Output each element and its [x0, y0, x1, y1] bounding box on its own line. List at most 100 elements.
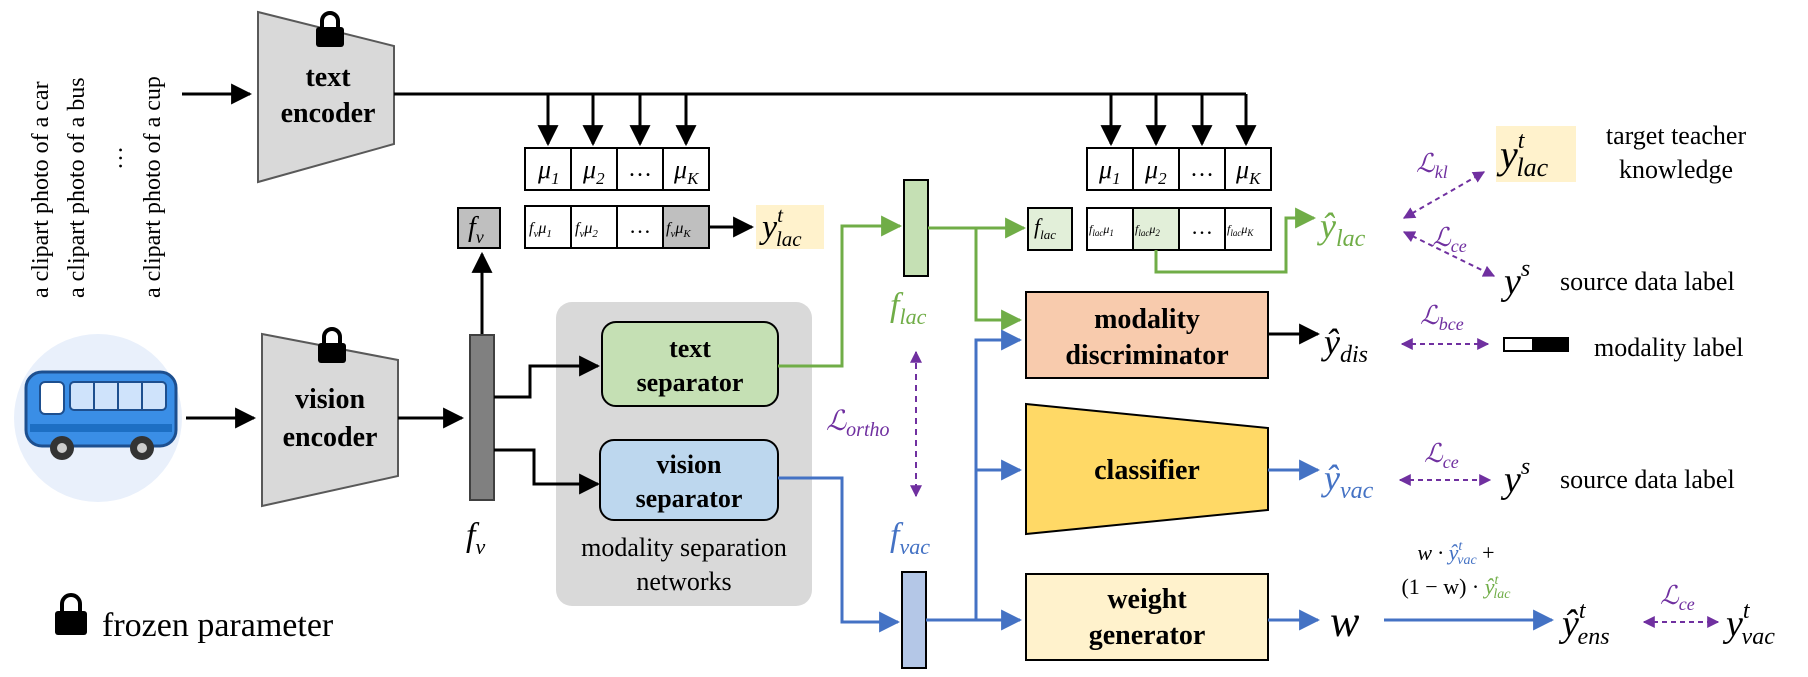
w-symbol: w [1330, 597, 1360, 646]
classifier [1025, 402, 1269, 536]
svg-text:…: … [1191, 214, 1213, 239]
svg-text:ys: ys [1500, 256, 1530, 303]
text-separator [601, 321, 779, 407]
f-lac-box-label: f [1034, 214, 1043, 239]
svg-text:μ2: μ2 [1144, 155, 1167, 188]
y-lac-t-highlight-right [1496, 126, 1576, 182]
svg-text:fv: fv [468, 212, 484, 247]
y-vac-t: y [1722, 603, 1743, 645]
modality-label-text: modality label [1594, 333, 1743, 362]
svg-text:fv: fv [466, 517, 485, 559]
lock-icon [318, 327, 346, 363]
l-ce-lac-label: ℒ [1432, 223, 1452, 252]
yhat-vac: ŷ [1321, 458, 1340, 498]
fv-mu-products: fvμ1 fvμ2 … fvμK [524, 205, 710, 249]
svg-text:μK: μK [1235, 155, 1262, 188]
separation-caption-1: modality separation [581, 533, 787, 562]
mu-k: μ [673, 155, 687, 184]
svg-text:μ1: μ1 [537, 155, 560, 188]
text-prototypes-right: μ1 μ2 … μK [1086, 147, 1272, 191]
prompt-car: a clipart photo of a car [28, 81, 54, 298]
text-separator-label-2: separator [637, 368, 744, 397]
classifier-label: classifier [1094, 455, 1200, 486]
vision-encoder-label-1: vision [295, 384, 365, 415]
svg-text:fvac: fvac [890, 517, 930, 559]
prompt-bus: a clipart photo of a bus [64, 77, 90, 298]
y-lac-t-highlight [756, 205, 824, 249]
lock-icon [55, 593, 87, 635]
f-lac-mu-products: flacμ1 flacμ2 … flacμK [1086, 207, 1272, 251]
svg-text:flac: flac [890, 287, 927, 329]
vision-separator [599, 439, 779, 521]
prompt-cup: a clipart photo of a cup [140, 76, 166, 298]
svg-text:fvμK: fvμK [666, 220, 691, 240]
separation-caption-2: networks [636, 567, 731, 596]
frozen-parameter-label: frozen parameter [102, 607, 334, 644]
svg-text:ℒce: ℒce [1660, 581, 1695, 614]
text-separator-label-1: text [669, 334, 711, 363]
mu-ellipsis: … [628, 156, 652, 182]
svg-text:ŷlac: ŷlac [1317, 206, 1366, 252]
svg-text:μK: μK [673, 155, 700, 188]
svg-text:ℒbce: ℒbce [1420, 301, 1464, 334]
mu-1: μ [537, 155, 551, 184]
vision-separator-label-1: vision [656, 450, 722, 479]
svg-text:flacμ2: flacμ2 [1135, 222, 1160, 238]
y-s-top: y [1500, 261, 1521, 303]
svg-text:μ2: μ2 [582, 155, 605, 188]
vision-encoder: vision encoder [261, 327, 399, 508]
frozen-legend: frozen parameter [55, 593, 334, 644]
svg-text:ℒkl: ℒkl [1416, 149, 1448, 182]
svg-text:…: … [1190, 156, 1214, 182]
f-vac-bar [901, 571, 927, 669]
svg-text:flacμK: flacμK [1227, 222, 1254, 238]
svg-text:flac: flac [1034, 214, 1056, 242]
f-lac-box [1027, 207, 1073, 251]
modality-discriminator-label-2: discriminator [1065, 340, 1228, 371]
l-kl-label: ℒ [1416, 149, 1436, 178]
vision-encoder-label-2: encoder [283, 422, 378, 453]
prompt-ellipsis: … [102, 146, 128, 170]
modality-label-bar [1503, 337, 1569, 352]
svg-text:…: … [629, 213, 651, 238]
l-ce-vac-label: ℒ [1424, 439, 1444, 468]
svg-text:fvμ1: fvμ1 [529, 220, 552, 240]
text-prototypes-left: μ1 μ2 … μK [524, 147, 710, 191]
yhat-dis: ŷ [1321, 322, 1340, 362]
svg-text:ŷvac: ŷvac [1321, 458, 1374, 504]
yhat-ens: ŷ [1558, 603, 1579, 645]
svg-text:fvμ2: fvμ2 [575, 220, 598, 240]
yhat-lac: ŷ [1317, 206, 1336, 246]
svg-text:ys: ys [1500, 454, 1530, 501]
weight-generator-label-1: weight [1107, 584, 1187, 615]
text-encoder-label-1: text [305, 62, 351, 93]
weight-generator [1025, 573, 1269, 661]
fv-box-label: f [468, 212, 479, 243]
bus-icon [14, 334, 182, 502]
svg-text:flacμ1: flacμ1 [1089, 222, 1114, 238]
modality-discriminator-label-1: modality [1094, 304, 1200, 335]
svg-text:ℒortho: ℒortho [826, 406, 890, 441]
target-teacher-label-2: knowledge [1619, 155, 1733, 184]
svg-text:μ1: μ1 [1098, 155, 1121, 188]
fv-feature-bar [469, 334, 495, 501]
y-s-bottom: y [1500, 459, 1521, 501]
vision-separator-label-2: separator [636, 484, 743, 513]
mu-2: μ [582, 155, 596, 184]
text-encoder-label-2: encoder [281, 98, 376, 129]
fv-box [457, 207, 501, 249]
f-lac-bar [903, 179, 929, 277]
l-bce-label: ℒ [1420, 301, 1440, 330]
lock-icon [316, 11, 344, 47]
target-teacher-label-1: target teacher [1606, 121, 1747, 150]
svg-text:ℒce: ℒce [1432, 223, 1467, 256]
l-ortho-label: ℒ [826, 406, 847, 437]
l-ce-ens-label: ℒ [1660, 581, 1680, 610]
source-label-bottom: source data label [1560, 465, 1735, 494]
